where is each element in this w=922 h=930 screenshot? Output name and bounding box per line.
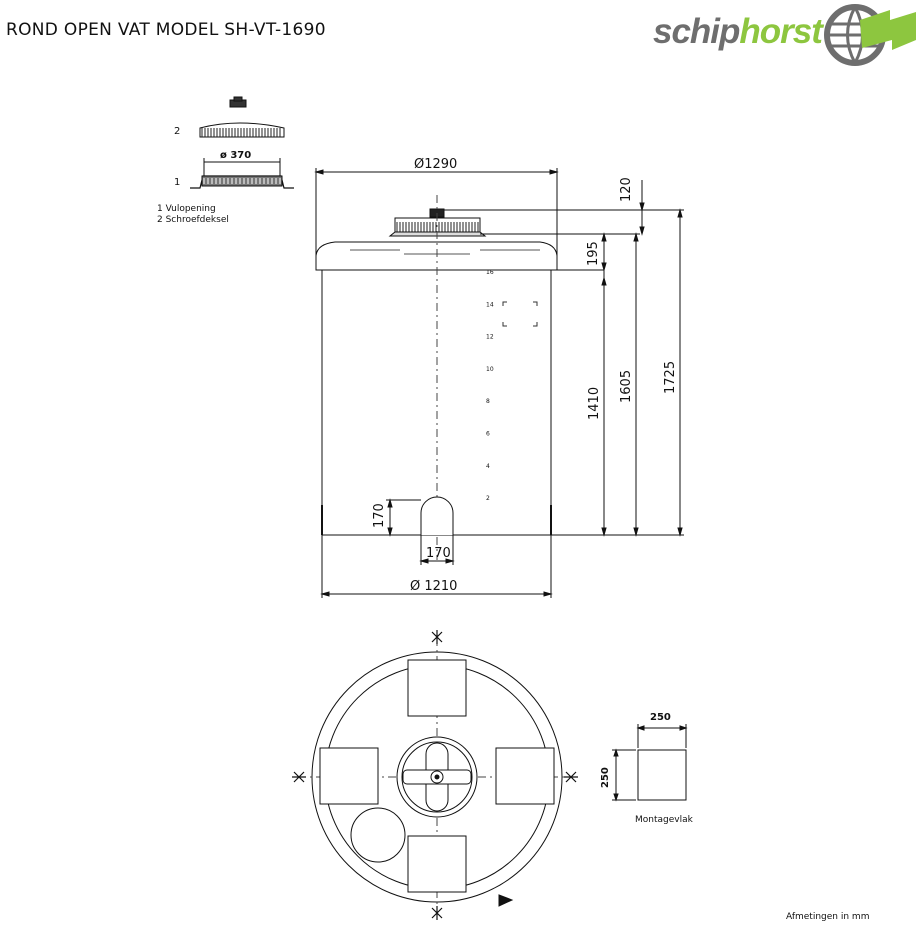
- tank-side-view: [314, 168, 684, 598]
- scale-mark: 10: [486, 366, 494, 373]
- scale-mark: 12: [486, 334, 494, 341]
- globe-logo-icon: [824, 4, 916, 66]
- schiphorst-logo: schiphorst: [650, 2, 920, 68]
- scale-mark: 6: [486, 431, 490, 438]
- detail-marker-1: 1: [174, 177, 180, 188]
- scale-mark: 2: [486, 495, 490, 502]
- mount-height-label: 250: [600, 767, 611, 788]
- page-title: ROND OPEN VAT MODEL SH-VT-1690: [6, 20, 326, 40]
- dim-1605: 1605: [619, 370, 634, 403]
- legend-item-1: 1 Vulopening: [157, 204, 216, 214]
- bottom-diameter-label: Ø 1210: [410, 579, 457, 594]
- dim-1410: 1410: [587, 387, 602, 420]
- top-diameter-label: Ø1290: [414, 157, 457, 172]
- lid-detail: [190, 96, 294, 189]
- dim-120: 120: [619, 177, 634, 202]
- scale-mark: 4: [486, 463, 490, 470]
- dim-1725: 1725: [663, 361, 678, 394]
- outlet-height-label: 170: [372, 503, 387, 528]
- mount-width-label: 250: [650, 712, 671, 723]
- mounting-area: [612, 724, 688, 802]
- detail-legend: 1 Vulopening 2 Schroefdeksel: [157, 204, 229, 226]
- volume-scale: 16 14 12 10 8 6 4 2: [486, 269, 494, 502]
- opening-diameter-label: ø 370: [220, 150, 251, 161]
- scale-mark: 14: [486, 301, 494, 308]
- scale-mark: 16: [486, 269, 494, 276]
- detail-marker-2: 2: [174, 126, 180, 137]
- mounting-label: Montagevlak: [635, 815, 693, 825]
- tank-top-view: [292, 630, 578, 920]
- outlet-width-label: 170: [426, 546, 451, 561]
- dim-195: 195: [586, 241, 601, 266]
- units-note: Afmetingen in mm: [786, 912, 870, 922]
- logo-wordmark: schiphorst: [653, 12, 823, 51]
- scale-mark: 8: [486, 398, 490, 405]
- legend-item-2: 2 Schroefdeksel: [157, 215, 229, 225]
